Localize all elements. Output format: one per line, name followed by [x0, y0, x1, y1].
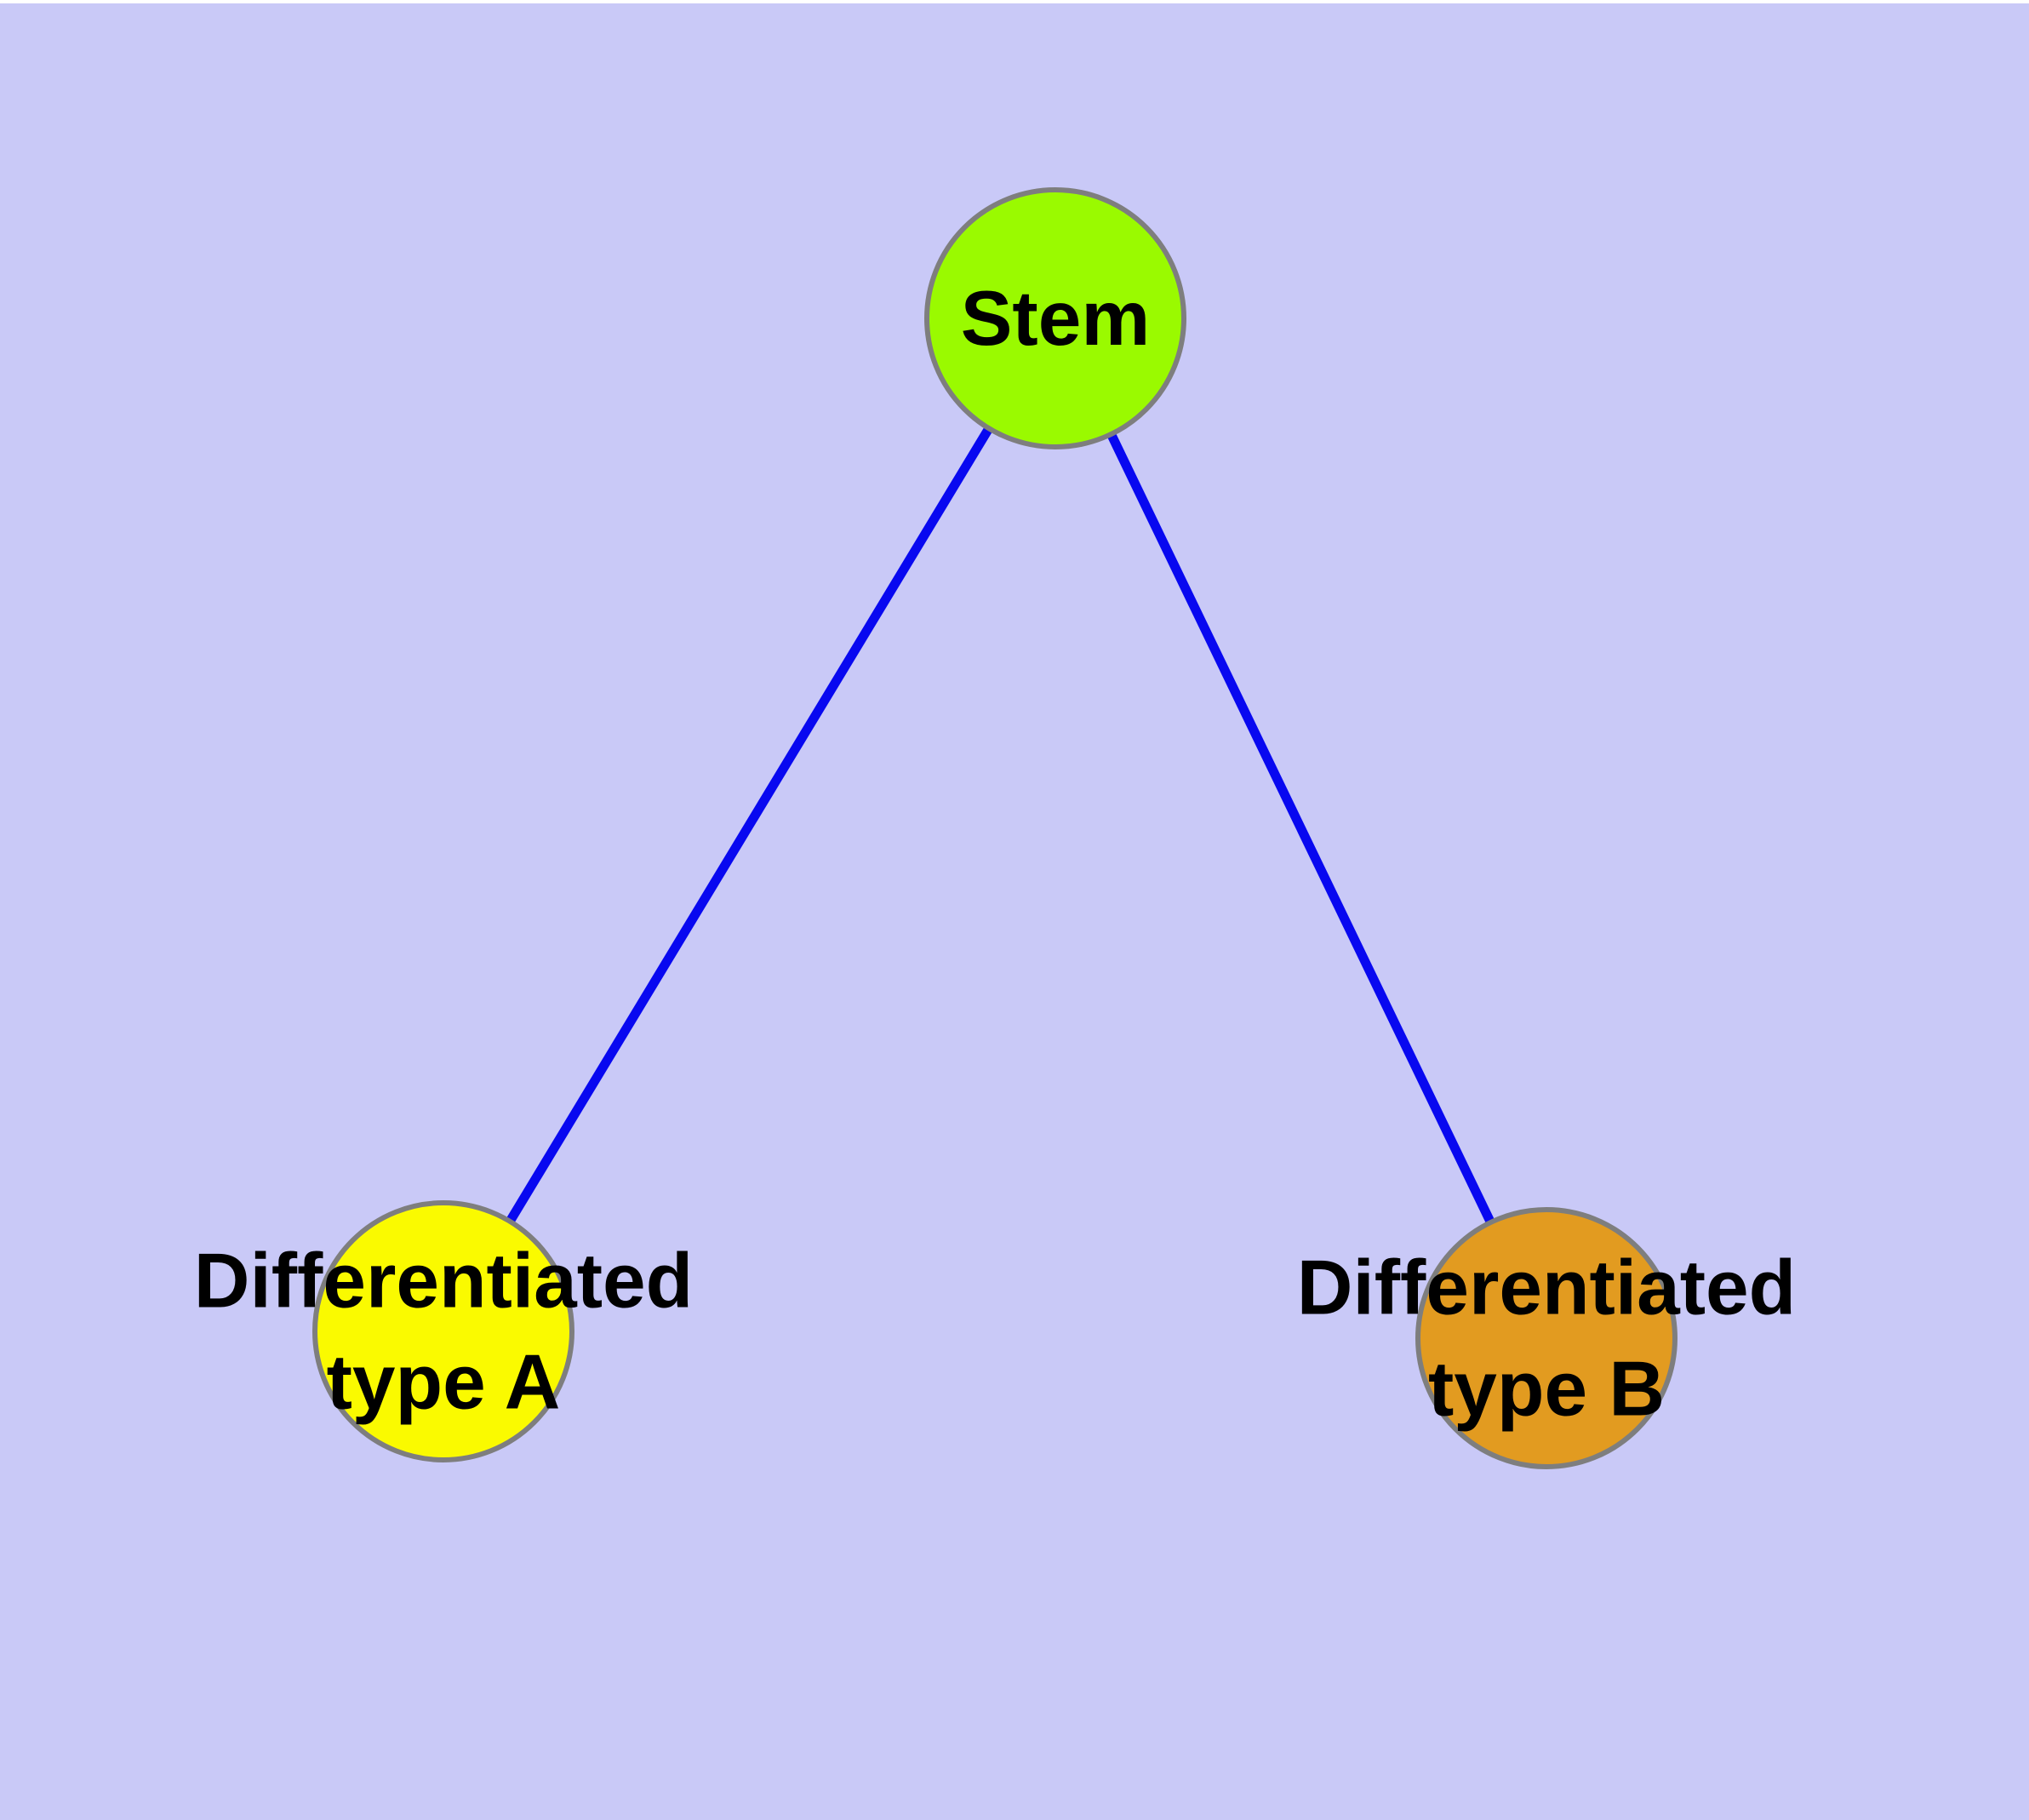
- node-stem: [924, 187, 1186, 449]
- node-differentiated-type-a-label-line: Differentiated: [194, 1238, 694, 1324]
- top-margin-strip: [0, 0, 2029, 3]
- node-differentiated-type-b-label-line: type B: [1428, 1346, 1665, 1432]
- node-differentiated-type-b: [1415, 1207, 1677, 1469]
- edge-stem-to-differentiated-type-b: [1051, 316, 1551, 1341]
- node-stem-circle: [924, 187, 1186, 449]
- node-differentiated-type-a-label: Differentiated type A: [194, 1238, 694, 1425]
- node-stem-label-line: Stem: [961, 276, 1151, 362]
- node-differentiated-type-a: [312, 1200, 574, 1462]
- node-stem-label: Stem: [961, 276, 1151, 362]
- node-differentiated-type-b-label: Differentiated type B: [1297, 1245, 1797, 1432]
- node-differentiated-type-a-label-line: type A: [327, 1339, 561, 1425]
- edge-stem-to-differentiated-type-a: [439, 316, 1060, 1334]
- node-differentiated-type-b-circle: [1415, 1207, 1677, 1469]
- node-differentiated-type-a-circle: [312, 1200, 574, 1462]
- node-differentiated-type-b-label-line: Differentiated: [1297, 1245, 1797, 1331]
